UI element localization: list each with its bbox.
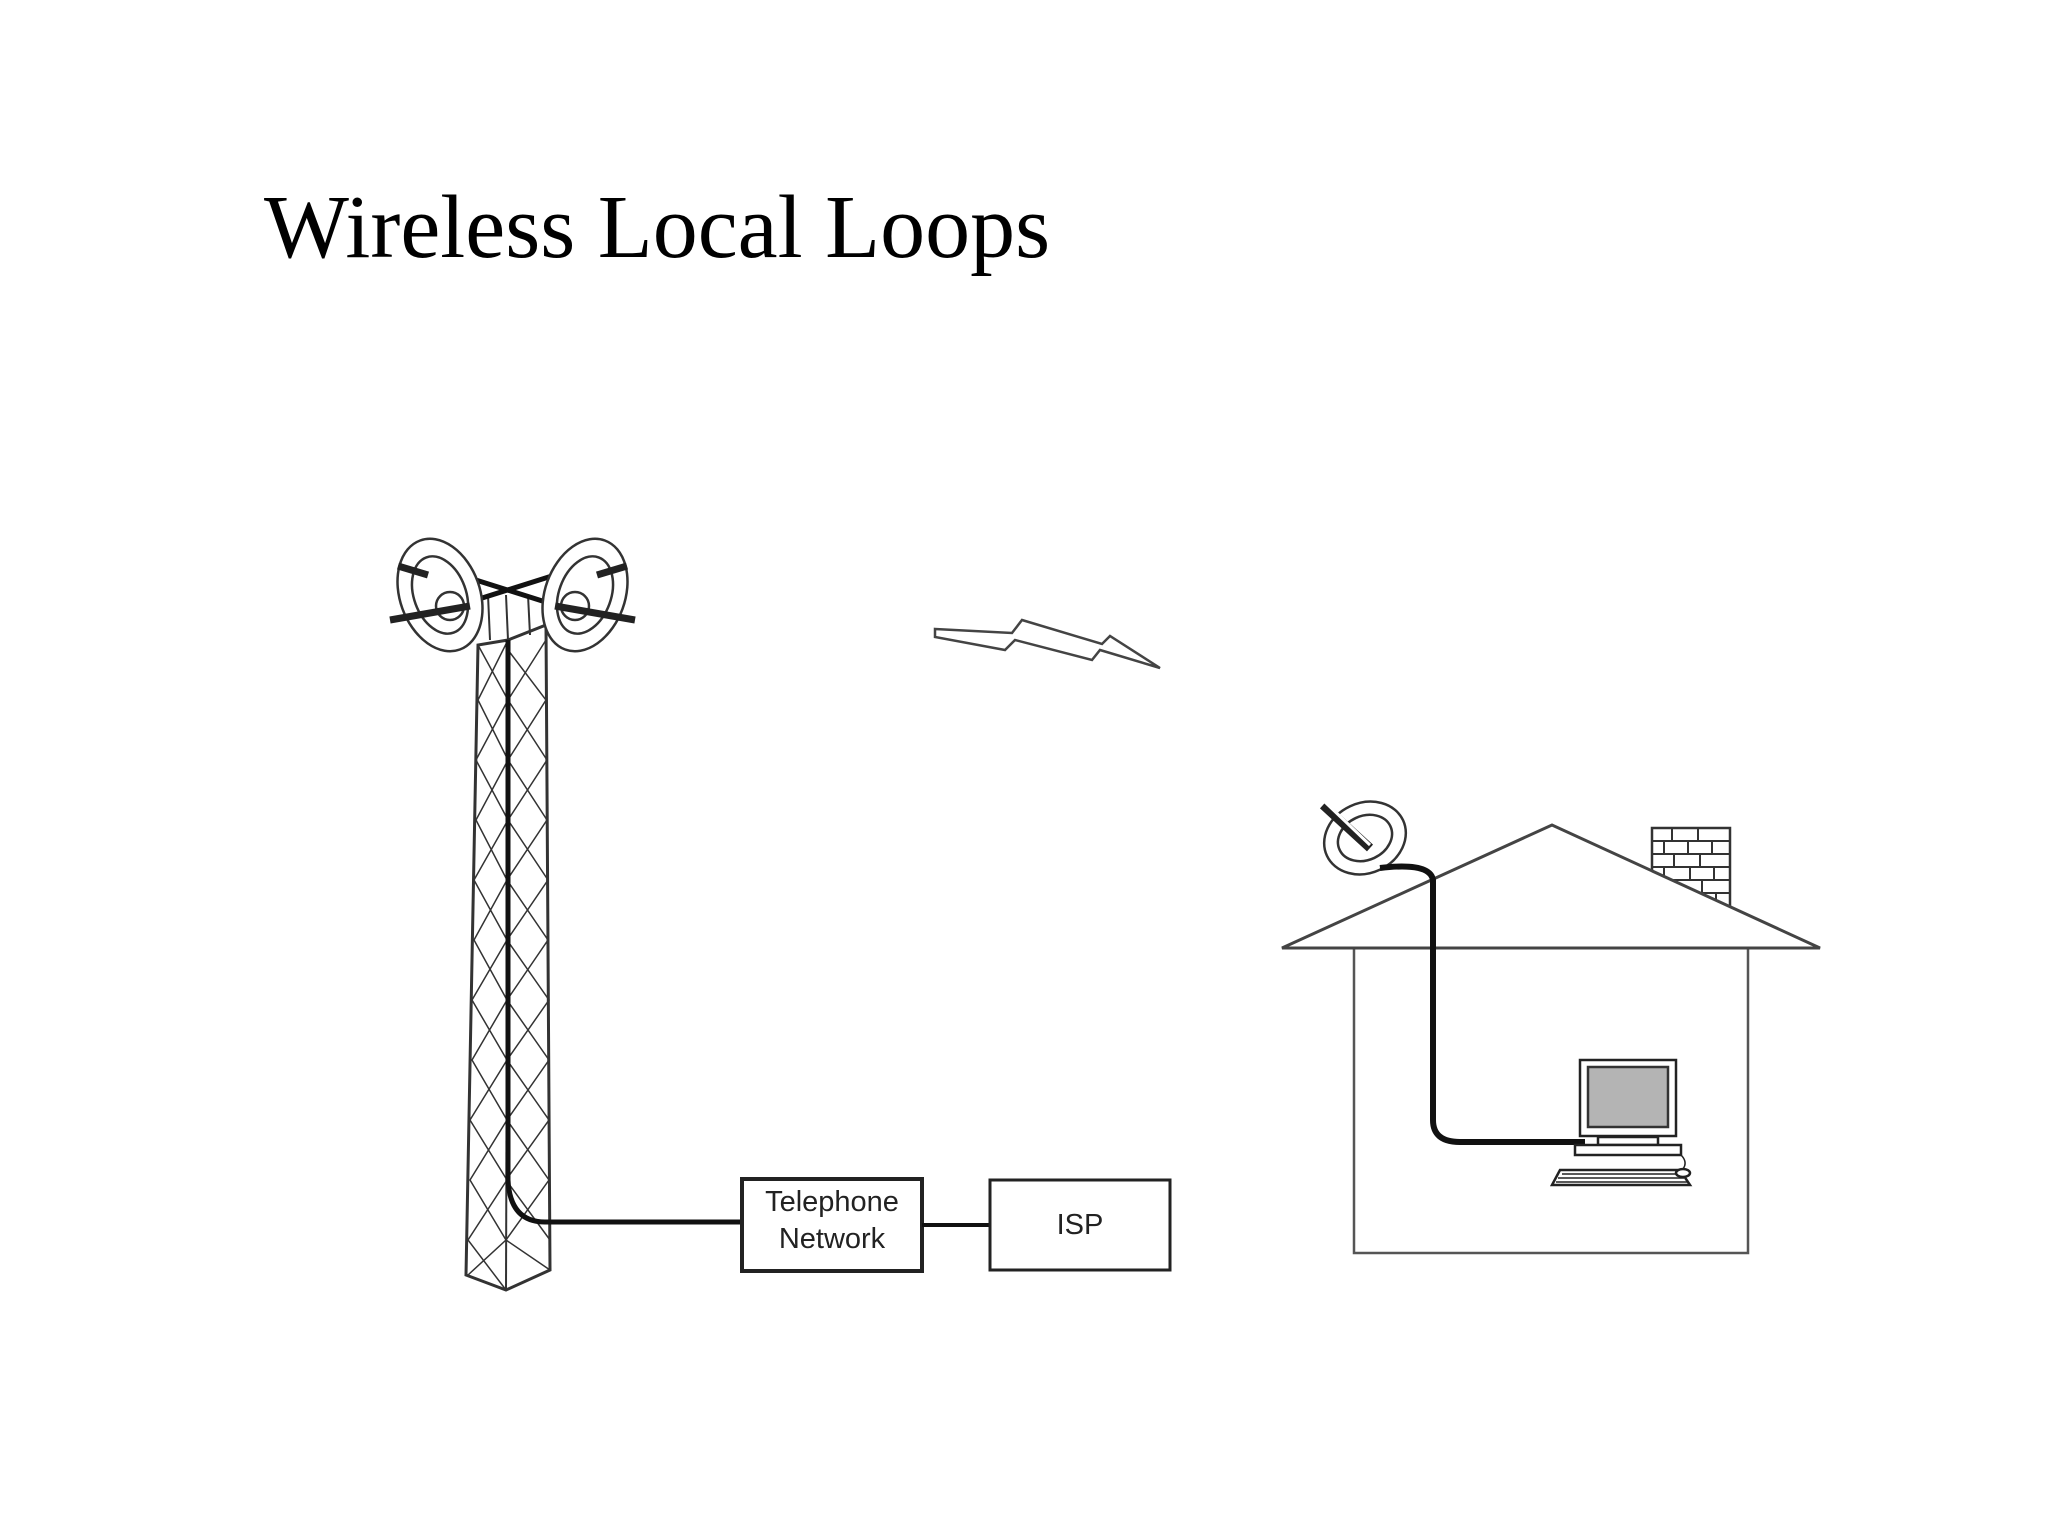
house-dish-icon (1319, 800, 1408, 876)
house-cable (1379, 863, 1585, 1145)
tower-dish-right-icon (541, 537, 636, 653)
computer-icon (1549, 1058, 1693, 1187)
telephone-network-box: Telephone Network (740, 1177, 924, 1273)
lightning-signal-icon (933, 618, 1161, 670)
telephone-network-label-line1: Telephone (765, 1186, 899, 1218)
house (1281, 823, 1821, 1255)
isp-label: ISP (1057, 1209, 1104, 1241)
tower-dish-left-icon (389, 537, 484, 653)
tower-cable (505, 640, 742, 1225)
slide-title: Wireless Local Loops (264, 178, 1051, 277)
telephone-network-label-line2: Network (779, 1223, 886, 1255)
isp-box: ISP (988, 1178, 1172, 1272)
